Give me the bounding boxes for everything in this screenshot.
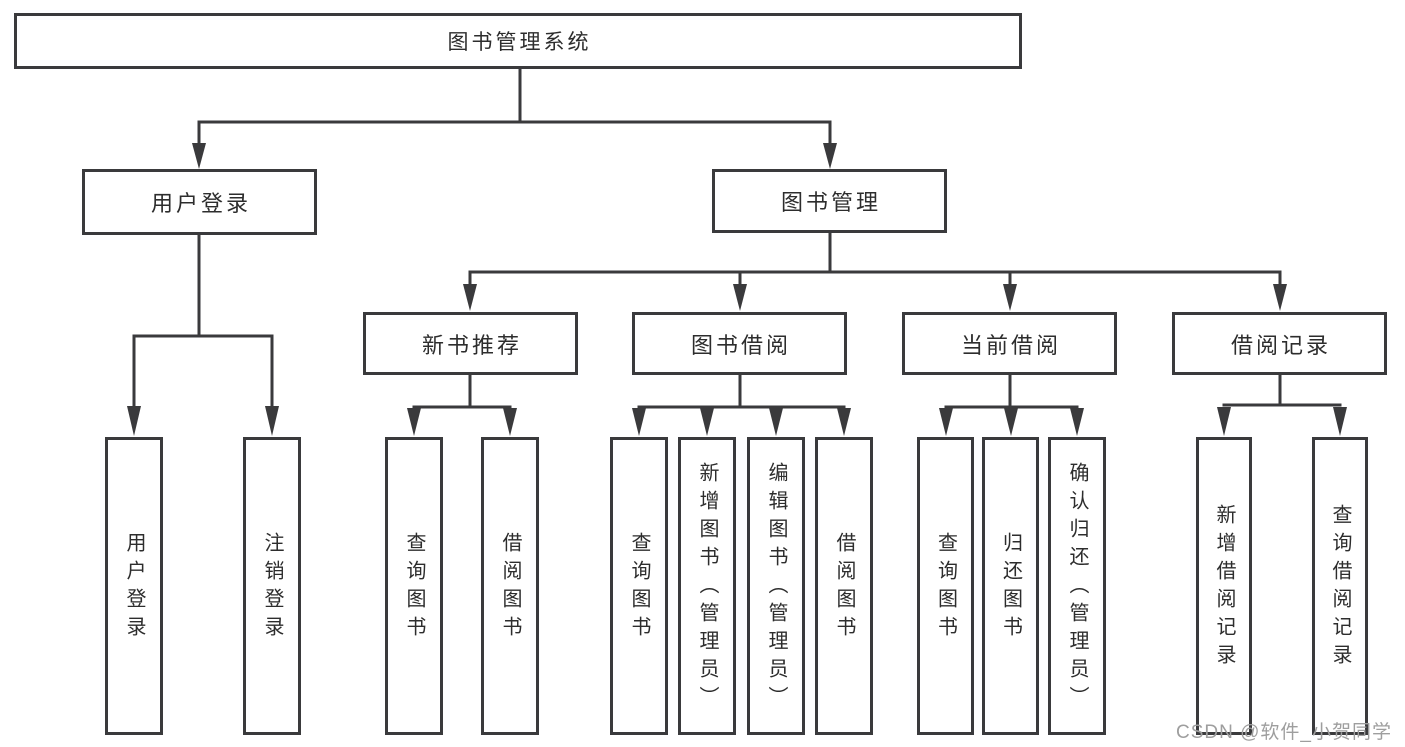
leaf-query-book-recommend: 查询图书: [385, 437, 443, 735]
leaf-confirm-return-admin: 确认归还（管理员）: [1048, 437, 1106, 735]
node-new-book-recommend: 新书推荐: [363, 312, 578, 375]
leaf-return-book: 归还图书: [982, 437, 1039, 735]
node-book-management: 图书管理: [712, 169, 947, 233]
node-borrow-records: 借阅记录: [1172, 312, 1387, 375]
leaf-query-book-borrowing: 查询图书: [610, 437, 668, 735]
leaf-logout-login: 注销登录: [243, 437, 301, 735]
leaf-edit-book-admin: 编辑图书（管理员）: [747, 437, 805, 735]
node-current-borrowing: 当前借阅: [902, 312, 1117, 375]
leaf-query-borrow-record: 查询借阅记录: [1312, 437, 1368, 735]
node-user-login: 用户登录: [82, 169, 317, 235]
leaf-add-borrow-record: 新增借阅记录: [1196, 437, 1252, 735]
leaf-borrow-book: 借阅图书: [815, 437, 873, 735]
csdn-watermark: CSDN @软件_小贺同学: [1176, 722, 1392, 743]
leaf-borrow-book-recommend: 借阅图书: [481, 437, 539, 735]
leaf-user-login: 用户登录: [105, 437, 163, 735]
node-library-management-system: 图书管理系统: [14, 13, 1022, 69]
leaf-query-book-current: 查询图书: [917, 437, 974, 735]
leaf-add-book-admin: 新增图书（管理员）: [678, 437, 736, 735]
node-book-borrowing: 图书借阅: [632, 312, 847, 375]
